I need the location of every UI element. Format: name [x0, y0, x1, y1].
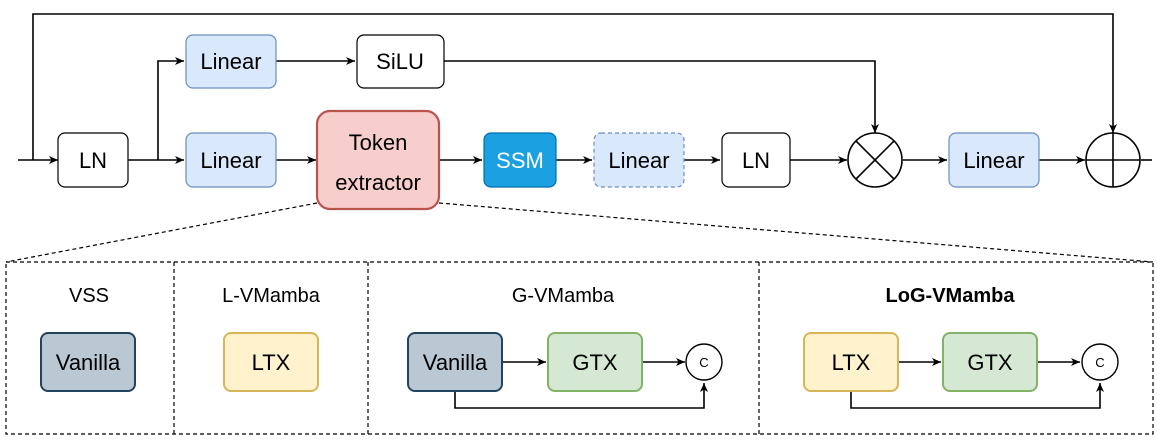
gvmamba-title: G-VMamba [512, 285, 615, 307]
logvmamba-ltx-label: LTX [832, 350, 871, 375]
silu-label: SiLU [376, 49, 424, 74]
zoom-guides [5, 202, 1154, 263]
logvmamba-gtx-label: GTX [967, 350, 1013, 375]
logvmamba-concat-label: C [1095, 355, 1104, 370]
logvmamba-title: LoG-VMamba [886, 285, 1016, 307]
ssm-block: SSM [483, 132, 557, 188]
token-extractor-label-line2: extractor [335, 170, 421, 195]
ln-right-block: LN [721, 132, 791, 188]
ln-left-block: LN [57, 132, 129, 188]
lvmamba-ltx-block: LTX [223, 332, 319, 392]
ln-left-label: LN [79, 148, 107, 173]
logvmamba-skip-arrow [850, 383, 1104, 409]
gvmamba-gtx-label: GTX [572, 350, 618, 375]
logvmamba-variant: LoG-VMamba LTX GTX C [803, 285, 1119, 409]
vss-title: VSS [69, 285, 109, 307]
gvmamba-concat-label: C [699, 355, 708, 370]
linear-dashed-label: Linear [608, 148, 669, 173]
linear-dashed-block: Linear [593, 132, 685, 188]
vss-vanilla-block: Vanilla [40, 332, 136, 392]
lvmamba-title: L-VMamba [222, 285, 321, 307]
sum-icon [1085, 132, 1141, 188]
linear-upper-label: Linear [200, 49, 261, 74]
vss-variant: VSS Vanilla [40, 285, 136, 392]
variants-panel [5, 261, 1154, 435]
gvmamba-variant: G-VMamba Vanilla GTX C [407, 285, 723, 409]
logvmamba-concat-icon: C [1081, 343, 1119, 381]
linear-upper-block: Linear [185, 34, 277, 89]
ln-right-label: LN [742, 148, 770, 173]
gvmamba-skip-arrow [454, 383, 708, 409]
gvmamba-concat-icon: C [685, 343, 723, 381]
connectors [18, 13, 1152, 164]
lvmamba-variant: L-VMamba LTX [222, 285, 321, 392]
vss-vanilla-label: Vanilla [56, 350, 121, 375]
residual-skip-arrow [32, 13, 1117, 160]
linear-lower-block: Linear [185, 132, 277, 188]
silu-to-multiply-arrow [444, 60, 879, 133]
silu-block: SiLU [356, 34, 445, 89]
gvmamba-gtx-block: GTX [547, 332, 643, 392]
lvmamba-ltx-label: LTX [252, 350, 291, 375]
multiply-icon [847, 132, 903, 188]
token-extractor-block: Token extractor [315, 109, 441, 211]
token-extractor-label-line1: Token [349, 130, 408, 155]
linear-out-block: Linear [948, 132, 1040, 188]
linear-lower-label: Linear [200, 148, 261, 173]
linear-out-label: Linear [963, 148, 1024, 173]
gvmamba-vanilla-block: Vanilla [407, 332, 503, 392]
logvmamba-gtx-block: GTX [942, 332, 1038, 392]
ln-to-upper-linear-arrow [157, 57, 184, 160]
logvmamba-ltx-block: LTX [803, 332, 899, 392]
ssm-label: SSM [496, 148, 544, 173]
gvmamba-vanilla-label: Vanilla [423, 350, 488, 375]
